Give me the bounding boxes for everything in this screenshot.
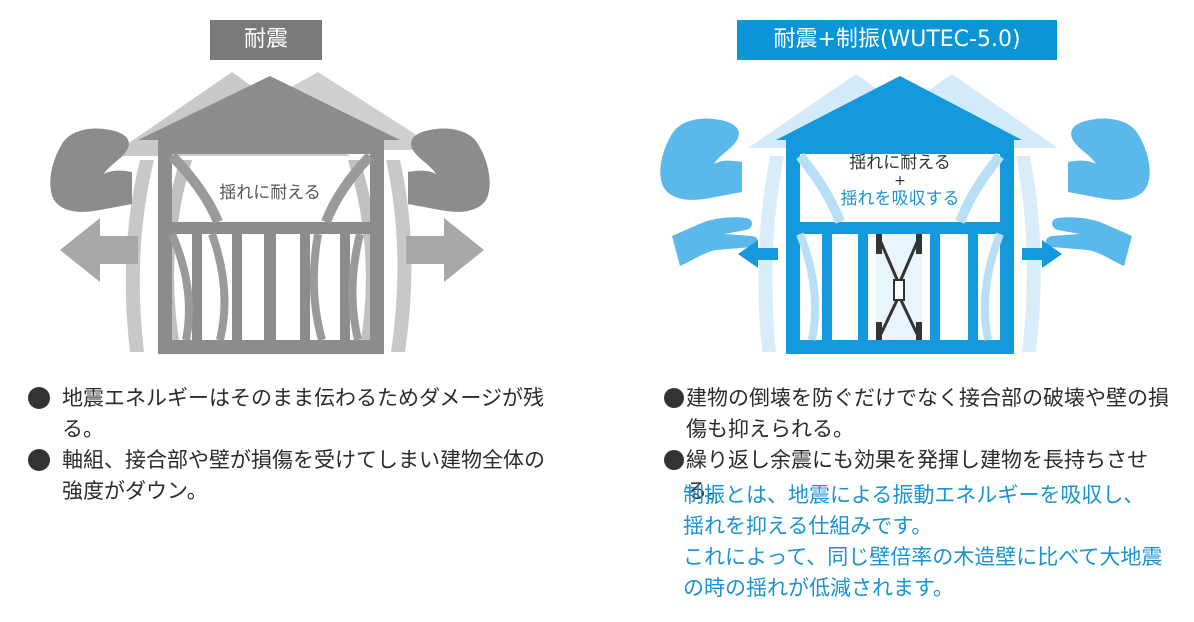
bullet-dot-icon [664,388,684,408]
right-bullet-list: 建物の倒壊を防ぐだけでなく接合部の破壊や壁の損傷も抑えられる。 繰り返し余震にも… [664,383,1184,507]
list-item: 地震エネルギーはそのまま伝わるためダメージが残る。 [28,383,548,445]
left-roof [138,76,400,140]
list-item: 繰り返し余震にも効果を発揮し建物を長持ちさせる。 [664,445,1184,507]
note-line: 揺れを抑える仕組みです。 [683,514,933,538]
list-item: 軸組、接合部や壁が損傷を受けてしまい建物全体の強度がダウン。 [28,445,548,507]
right-house-caption: 揺れに耐える + 揺れを吸収する [820,152,980,210]
flexed-arm-icon [660,118,742,200]
bullet-text: 地震エネルギーはそのまま伝わるためダメージが残る。 [62,386,544,441]
arrow-left-icon [60,218,138,282]
flexed-arm-icon [50,128,133,212]
note-line: 制振とは、地震による振動エネルギーを吸収し、 [683,483,1145,507]
taishin-label: 耐震 [210,20,322,60]
caption-plus: + [894,173,906,189]
bullet-dot-icon [28,449,50,471]
right-roof [776,76,1022,140]
left-bullet-list: 地震エネルギーはそのまま伝わるためダメージが残る。 軸組、接合部や壁が損傷を受け… [28,383,548,507]
list-item: 建物の倒壊を防ぐだけでなく接合部の破壊や壁の損傷も抑えられる。 [664,383,1184,445]
open-hand-icon [672,217,758,266]
damper-icon [876,234,922,340]
arrow-right-icon [1022,240,1062,268]
left-house [110,72,440,354]
seishin-explanation: 制振とは、地震による振動エネルギーを吸収し、 揺れを抑える仕組みです。 これによ… [683,480,1183,604]
open-hand-icon [1046,217,1132,266]
bullet-dot-icon [664,450,684,470]
caption-line-absorb: 揺れを吸収する [840,189,960,209]
note-line: の時の揺れが低減されます。 [683,576,954,600]
arrow-left-icon [738,240,778,268]
right-house [748,74,1058,354]
flexed-arm-icon [408,128,490,212]
bullet-text: 繰り返し余震にも効果を発揮し建物を長持ちさせる。 [686,448,1148,503]
left-house-caption: 揺れに耐える [219,183,321,203]
bullet-text: 軸組、接合部や壁が損傷を受けてしまい建物全体の強度がダウン。 [62,448,545,503]
bullet-text: 建物の倒壊を防ぐだけでなく接合部の破壊や壁の損傷も抑えられる。 [686,386,1169,441]
note-line: これによって、同じ壁倍率の木造壁に比べて大地震 [683,545,1163,569]
taishin-seishin-label: 耐震+制振(WUTEC-5.0) [737,20,1057,60]
arrow-right-icon [406,218,484,282]
caption-line-resist: 揺れに耐える [849,153,951,173]
bullet-dot-icon [28,387,50,409]
flexed-arm-icon [1068,118,1150,200]
